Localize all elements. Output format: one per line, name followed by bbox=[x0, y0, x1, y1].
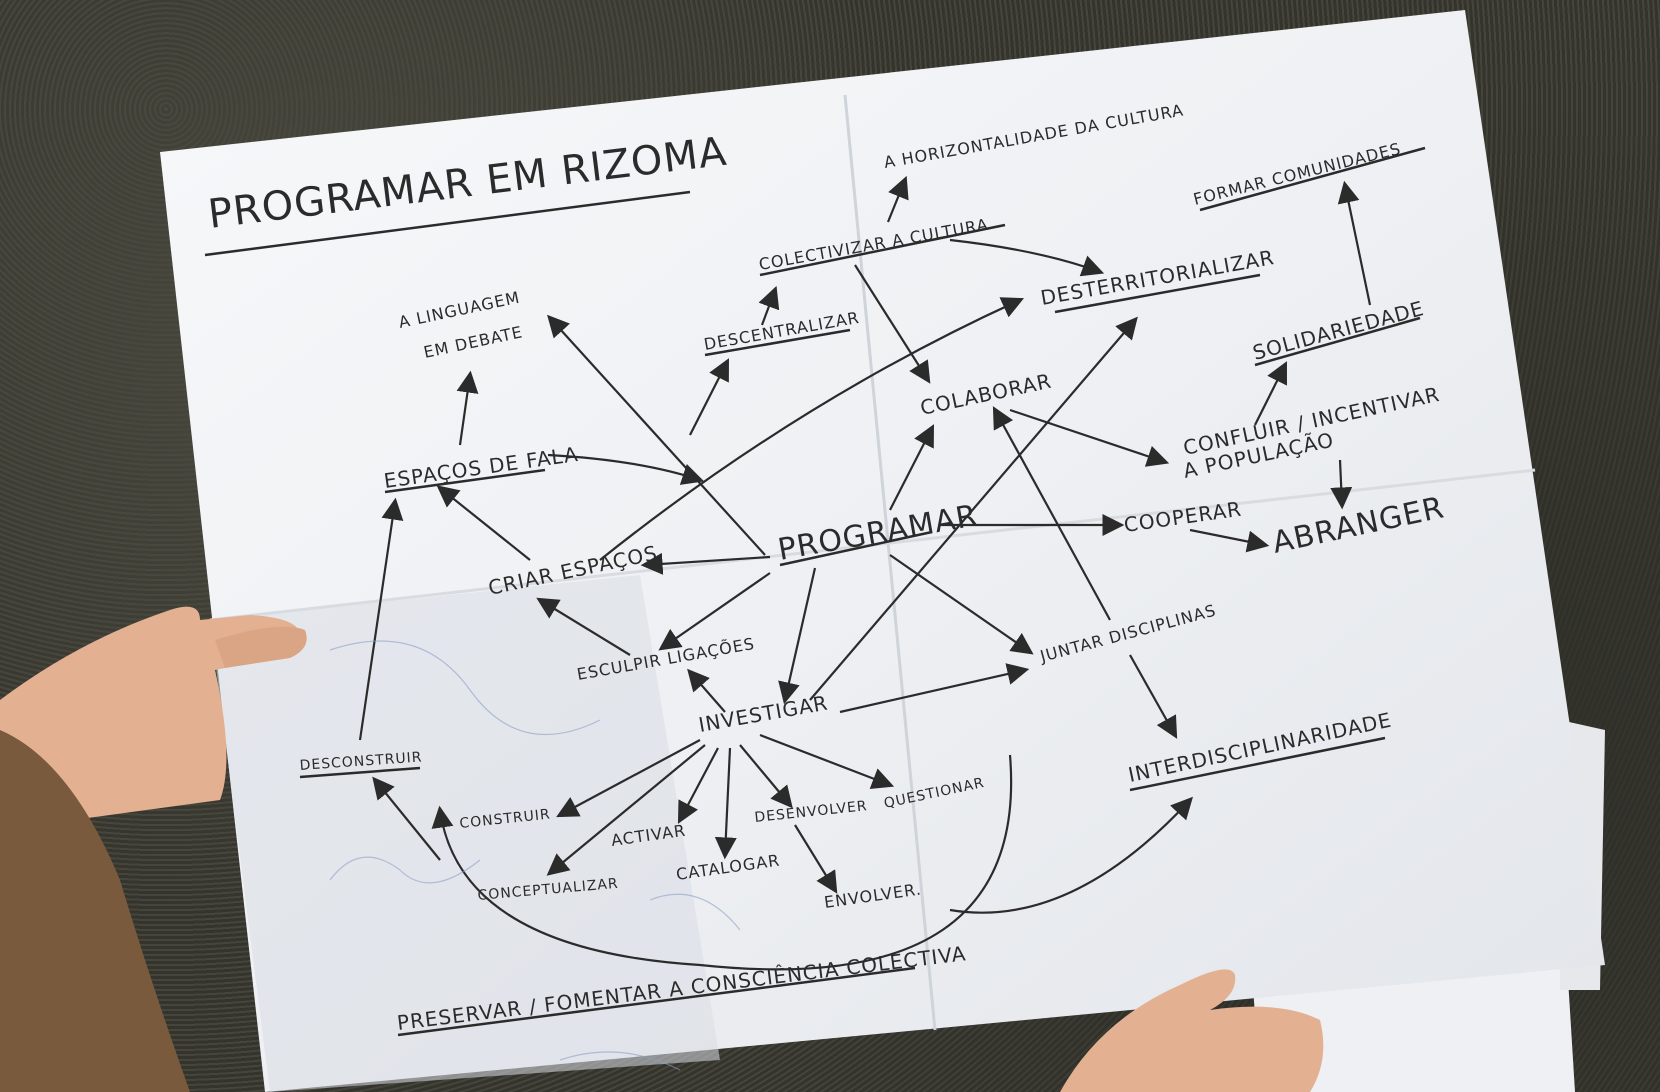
faint-scribbles bbox=[329, 640, 741, 1071]
hair bbox=[0, 730, 190, 1092]
left-hand-thumb bbox=[215, 626, 307, 668]
paper-shadow bbox=[210, 575, 720, 1092]
right-hand bbox=[1060, 969, 1324, 1092]
underlines bbox=[204, 146, 1426, 1037]
fold-line-vertical bbox=[843, 94, 937, 1031]
arrows bbox=[358, 175, 1372, 971]
